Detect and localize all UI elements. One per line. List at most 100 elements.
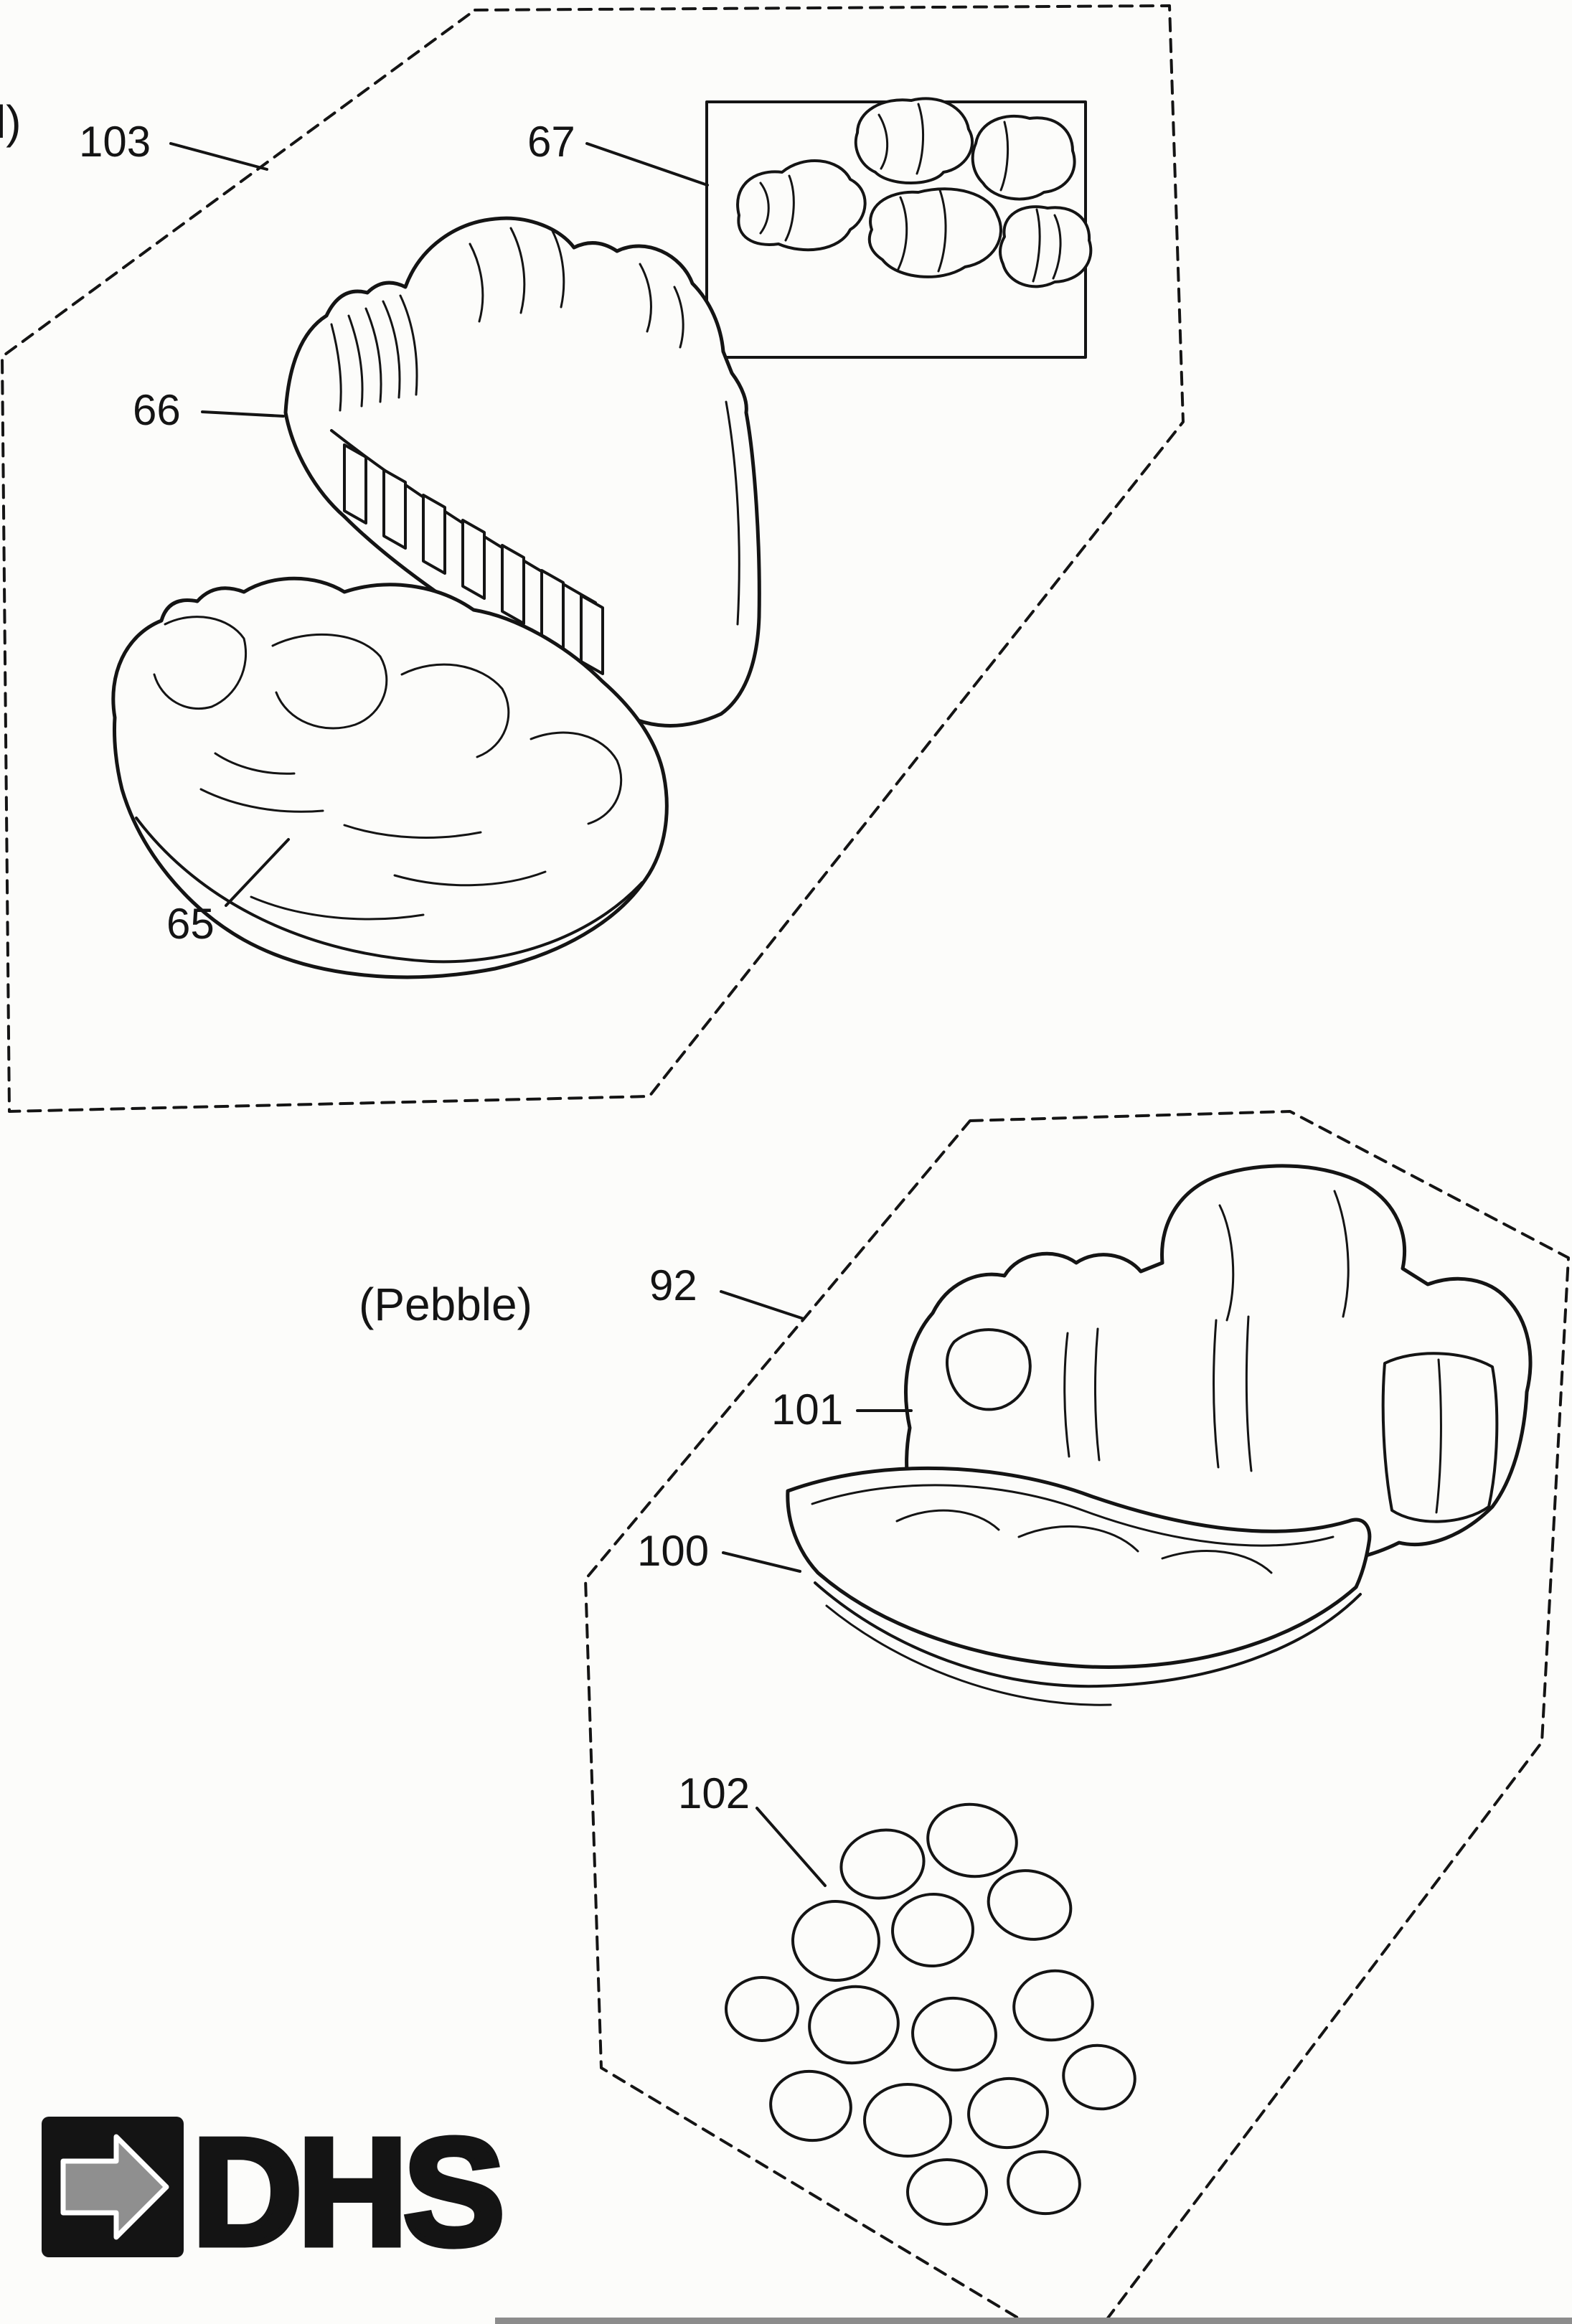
ridge-line [399, 294, 418, 396]
pillar-crease [1435, 1358, 1442, 1514]
edge-partial-label: l) [0, 96, 22, 148]
rock-crease [759, 182, 770, 235]
pillar-slot [1213, 1319, 1220, 1469]
pebble [1007, 2150, 1081, 2216]
striation [343, 824, 482, 839]
pebble [769, 2069, 852, 2142]
pebble [1062, 2043, 1136, 2111]
pebble [926, 1802, 1018, 1878]
ridge-line [347, 314, 364, 408]
assembly-92: (Pebble) 92 101 100 102 [359, 1110, 1570, 2323]
striation [199, 788, 324, 813]
rock [971, 114, 1076, 201]
tooth [343, 443, 367, 524]
striation [214, 752, 296, 775]
arrow-right-icon [60, 2134, 169, 2240]
leader-67 [585, 142, 709, 187]
ridge-line [330, 323, 342, 412]
tray-lump [1017, 1525, 1139, 1553]
tooth [422, 494, 446, 575]
dome-crease [1333, 1190, 1350, 1318]
pebble-pile-102 [725, 1802, 1136, 2226]
tooth [382, 469, 407, 550]
leader-92 [720, 1290, 805, 1320]
ridge-line [382, 300, 401, 399]
lump [271, 633, 388, 730]
pebble [891, 1892, 974, 1968]
dhs-logo: DHS [42, 2104, 508, 2280]
lump [530, 731, 623, 825]
tray-lump [1161, 1550, 1273, 1574]
tray-base-contour [814, 1581, 1362, 1688]
tooth [580, 594, 604, 675]
ref-label-67: 67 [527, 118, 575, 166]
rock [736, 159, 867, 252]
pebble [987, 1869, 1073, 1941]
rock [867, 187, 1002, 278]
dome-crease [469, 243, 484, 323]
cave-hole [946, 1328, 1032, 1411]
pebble [911, 1996, 997, 2072]
assembly-103: l) 103 67 66 65 [0, 4, 1185, 1113]
leader-100 [722, 1551, 801, 1573]
tray-base-contour [825, 1604, 1112, 1706]
pebble [725, 1976, 799, 2042]
pebble [906, 2158, 988, 2226]
ref-label-65: 65 [166, 900, 215, 948]
pebble [839, 1828, 926, 1900]
rock-crease [937, 189, 947, 273]
pebble [1012, 1969, 1094, 2042]
pebble [863, 2083, 952, 2158]
leader-103 [169, 142, 268, 171]
striation [393, 870, 547, 887]
pillar-slot [1093, 1327, 1101, 1462]
rock-crease [1032, 208, 1041, 283]
rock [999, 205, 1093, 288]
pillar-slot [1245, 1315, 1253, 1472]
side-face-line [725, 400, 740, 626]
ref-label-66: 66 [133, 386, 181, 434]
tray-inner-rim [811, 1484, 1335, 1547]
rock-crease [897, 196, 908, 270]
leader-65 [225, 838, 290, 907]
logo-wordmark: DHS [192, 2107, 501, 2277]
dome-crease [1218, 1204, 1235, 1322]
base-tray-100 [786, 1466, 1372, 1706]
striation [250, 895, 425, 921]
ref-label-102: 102 [678, 1769, 750, 1817]
rock-crease [877, 113, 889, 170]
tray-lump [895, 1509, 1000, 1531]
lump [400, 663, 510, 758]
rock-cluster-67 [736, 97, 1093, 288]
rock [854, 97, 974, 184]
rock-crease [916, 103, 925, 175]
ref-label-101: 101 [771, 1386, 843, 1434]
pebble-caption: (Pebble) [359, 1279, 532, 1330]
tooth [461, 519, 486, 600]
leader-66 [201, 410, 285, 418]
base-rim [135, 817, 644, 964]
tooth [501, 544, 525, 625]
pebble [808, 1985, 900, 2065]
dashed-boundary-92 [584, 1110, 1570, 2323]
ref-label-92: 92 [649, 1261, 697, 1309]
mold-teeth [343, 443, 604, 675]
pillar-slot [1063, 1332, 1070, 1458]
dashed-boundary-103 [1, 4, 1185, 1113]
ref-label-103: 103 [79, 118, 151, 166]
rock-crease [784, 174, 795, 242]
dome-crease [509, 227, 526, 314]
bump-crease [639, 263, 652, 333]
ridge-line [364, 307, 382, 403]
leader-102 [756, 1807, 827, 1887]
pebble [791, 1899, 880, 1982]
rock-crease [1052, 214, 1062, 280]
lump [153, 616, 248, 710]
pebble [967, 2076, 1049, 2150]
ref-label-100: 100 [637, 1527, 709, 1575]
scan-artifact-bar [495, 2318, 1572, 2324]
tray-outline [786, 1466, 1372, 1670]
bump-crease [673, 286, 684, 349]
